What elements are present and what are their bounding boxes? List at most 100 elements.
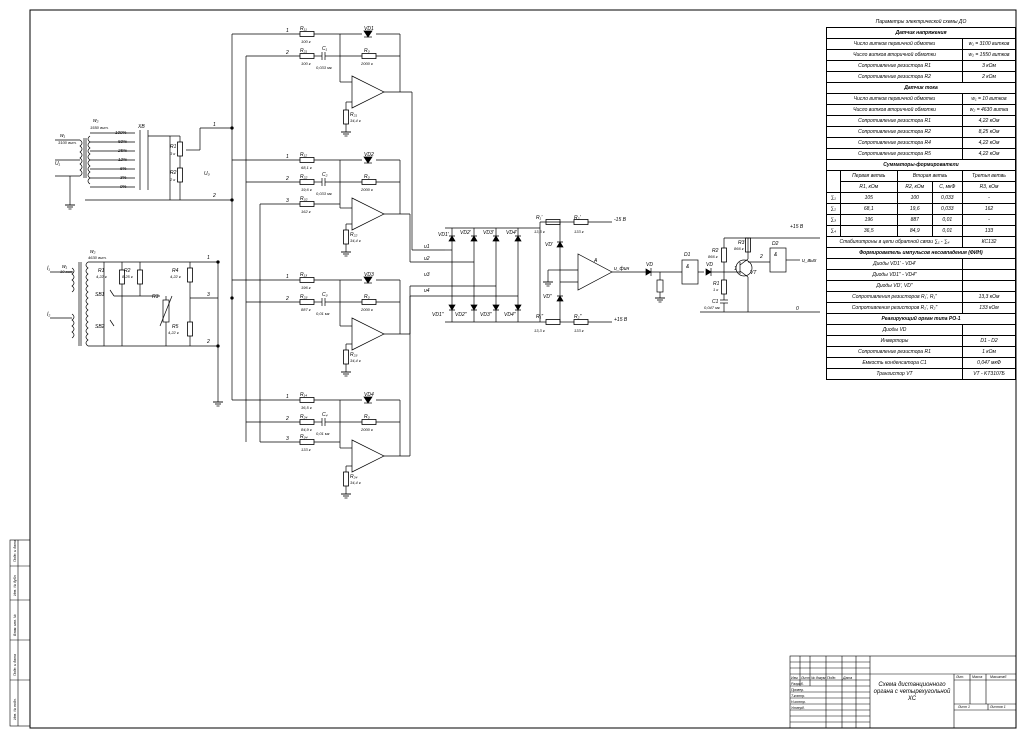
cs-r2v-label: 8,25 к xyxy=(122,274,134,279)
vs-r2-label: R2 xyxy=(170,170,177,176)
sum-group-2: Вторая ветвь xyxy=(896,170,964,182)
fin-vdb-1: VD1" xyxy=(432,312,444,318)
cs-r1v-label: 4,22 к xyxy=(96,274,108,279)
ro-vp: +15 В xyxy=(790,224,804,230)
cs-r5v-label: 4,22 к xyxy=(168,330,180,335)
vs-w2n-label: 1550 вит. xyxy=(90,125,109,130)
cs-row-5-label: Сопротивление резистора R4 xyxy=(826,137,963,149)
stamp-4: Инв. № дубл. xyxy=(13,574,17,596)
s4-rfv: 2000 к xyxy=(360,427,374,432)
parameters-table: Параметры электрической схемы ДО Датчик … xyxy=(826,17,1016,380)
s2-rfv: 2000 к xyxy=(360,187,374,192)
ro-row-3-value: 1 кОм xyxy=(962,346,1016,358)
ro-c1v: 0,047 мк xyxy=(704,305,721,310)
vs-xb-label: XB xyxy=(137,124,145,130)
ro-row-4-value: 0,047 мкФ xyxy=(962,357,1016,369)
ro-r3: R3 xyxy=(738,240,745,246)
cs-sb1-label: SB1 xyxy=(95,292,105,298)
s1-r1v: 100 к xyxy=(301,39,312,44)
current-sensor-header: Датчик тока xyxy=(826,82,1016,94)
ro-n1: 1 xyxy=(734,266,737,272)
s1-vd: VD1 xyxy=(364,26,374,32)
fin-r1av: 13,3 к xyxy=(534,229,546,234)
s4-r2: R₂₄ xyxy=(300,414,308,420)
fin-u2: u2 xyxy=(424,256,430,262)
s2-rb: R₂₂ xyxy=(350,232,358,238)
stamp-5: Подп. и дата xyxy=(13,540,17,562)
s4-r2v: 84,9 к xyxy=(301,427,313,432)
ro-r2v: 866 к xyxy=(708,254,719,259)
s3-in2-num: 2 xyxy=(285,296,289,302)
fin-r2a: R₂' xyxy=(574,215,582,221)
fin-vdb-4: VD4" xyxy=(504,312,516,318)
ro-c1: C1 xyxy=(712,299,719,305)
s4-cv: 0,01 мк xyxy=(316,431,331,436)
sum-r2-c0: ∑₂ xyxy=(826,203,841,215)
node-2-label: 2 xyxy=(212,193,216,199)
stamp-1: Инв. № подл. xyxy=(13,698,17,720)
fin-u4: u4 xyxy=(424,288,430,294)
ro-row-5-value: VT - KT3107Б xyxy=(962,368,1016,380)
sum-col-3: C, мкФ xyxy=(931,181,964,193)
sheet-frame xyxy=(29,9,1017,729)
cs-w2-label: w₂ xyxy=(90,249,96,255)
cs-row-6-value: 4,22 кОм xyxy=(962,148,1016,160)
sum-r3-c1: 196 xyxy=(839,214,898,226)
fin-vplus: +15 В xyxy=(614,317,628,323)
sum-col-4: R3, кОм xyxy=(962,181,1016,193)
ro-row-5-label: Транзистор VT xyxy=(826,368,963,380)
fin-vdt-2: VD2' xyxy=(460,230,472,236)
vs-r1-label: R1 xyxy=(170,144,177,150)
node-1-label: 1 xyxy=(213,122,216,128)
vs-r1v-label: 3 к xyxy=(170,151,176,156)
summator-2 xyxy=(232,156,410,257)
tb-col-4: Подп. xyxy=(827,676,836,680)
summators-header: Сумматоры-формирователи xyxy=(826,159,1016,171)
fin-out-label: u_фин xyxy=(614,266,630,272)
cs-w1-label: w₁ xyxy=(62,264,68,270)
cs-r4v-label: 4,22 к xyxy=(170,274,182,279)
node-1b-label: 1 xyxy=(207,255,210,261)
s2-r2v: 19,6 к xyxy=(301,187,313,192)
cs-r2-label: R2 xyxy=(124,268,131,274)
s3-vd: VD3 xyxy=(364,272,374,278)
ro-r3v: 866 к xyxy=(734,246,745,251)
cs-row-1-label: Число витков первичной обмотки xyxy=(826,93,963,105)
cs-i2-label: İ₂ xyxy=(47,311,50,318)
ro-d1: D1 xyxy=(684,252,691,258)
side-stamp xyxy=(9,539,31,727)
s1-rf: R₀ xyxy=(364,48,370,54)
ro-out: u_вых xyxy=(802,258,817,264)
s2-r1: R₁₂ xyxy=(300,152,307,158)
pf-row-4-value: 13,3 кОм xyxy=(962,291,1016,303)
summator-3 xyxy=(232,276,410,377)
sum-r3-c2: 887 xyxy=(896,214,933,226)
fin-vminus: -15 В xyxy=(614,217,627,223)
ro-row-4-label: Емкость конденсатора C1 xyxy=(826,357,963,369)
fin-vdt-3: VD3' xyxy=(483,230,495,236)
ro-row-3-label: Сопротивление резистора R1 xyxy=(826,346,963,358)
vs-tap-5: 3% xyxy=(120,175,127,180)
s2-c: C₂ xyxy=(322,172,328,178)
fin-r2av: 133 к xyxy=(574,229,585,234)
s3-r1v: 196 к xyxy=(301,285,312,290)
s3-r1: R₁₃ xyxy=(300,272,307,278)
cs-row-2-label: Число витков вторичной обмотки xyxy=(826,104,963,116)
cs-row-4-label: Сопротивление резистора R2 xyxy=(826,126,963,138)
tb-sheet: Лист 1 xyxy=(957,705,970,709)
sum-r1-c3: 0,033 xyxy=(931,192,964,204)
s1-in2-num: 2 xyxy=(285,50,289,56)
stamp-3: Взам. инв. № xyxy=(13,614,17,636)
ro-r2: R2 xyxy=(712,248,719,254)
vs-u-label: U₁ xyxy=(55,161,61,167)
vs-row-2-label: Число витков вторичной обмотки xyxy=(826,49,963,61)
vs-row-1-value: w₁ = 3100 витков xyxy=(962,38,1016,50)
cs-row-3-label: Сопротивление резистора R1 xyxy=(826,115,963,127)
s4-c: C₄ xyxy=(322,412,328,418)
fin-vda: VD' xyxy=(545,242,554,248)
schematic xyxy=(50,30,820,499)
vs-row-4-label: Сопротивление резистора R2 xyxy=(826,71,963,83)
cs-i1-label: İ₁ xyxy=(47,265,50,272)
pf-row-3-value xyxy=(962,280,1016,292)
